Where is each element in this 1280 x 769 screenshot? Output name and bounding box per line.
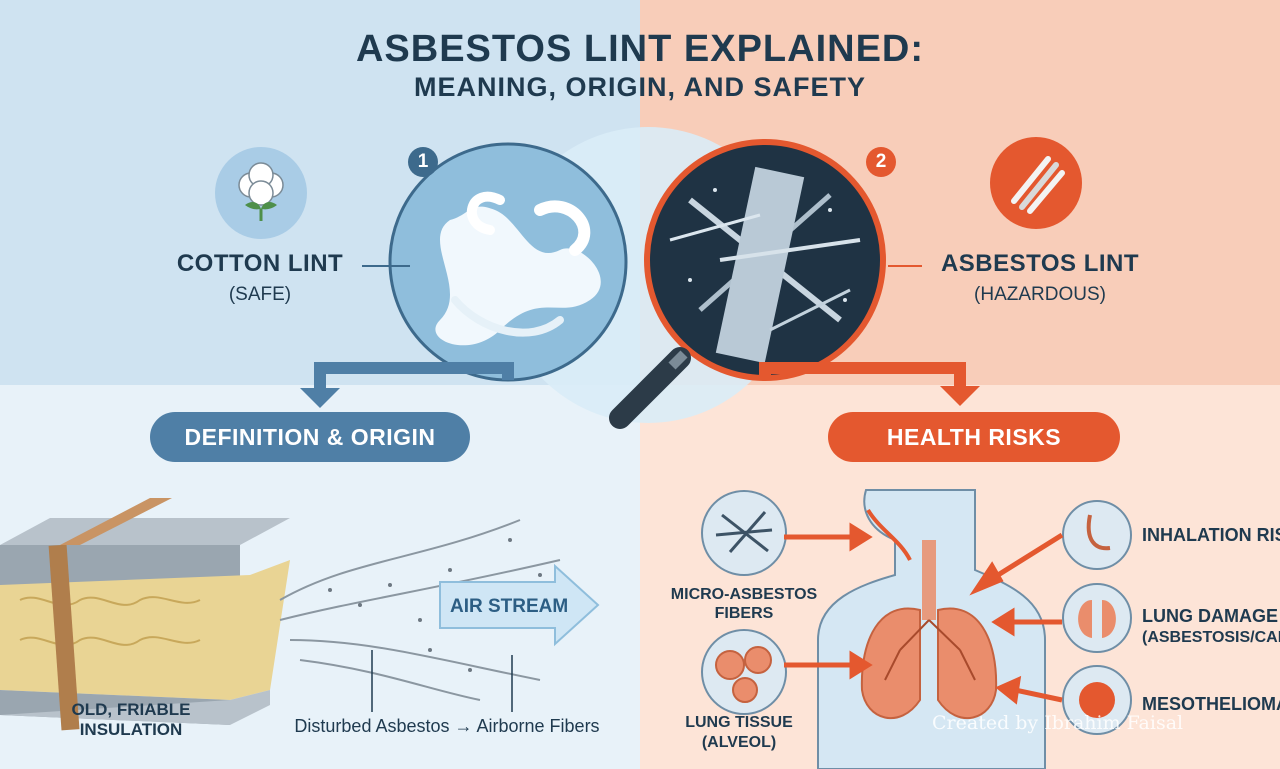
asbestos-lint-circle (644, 139, 886, 381)
page-title: ASBESTOS LINT EXPLAINED: (355, 28, 925, 70)
cotton-lint-name: COTTON LINT (176, 250, 344, 277)
risk-pointer-arrows (784, 522, 1064, 705)
asbestos-lint-label: ASBESTOS LINT (HAZARDOUS) (925, 250, 1155, 306)
air-stream-label: AIR STREAM (450, 596, 569, 617)
cotton-lint-label: COTTON LINT (SAFE) (160, 250, 360, 306)
definition-origin-heading: DEFINITION & ORIGIN (150, 412, 470, 462)
cotton-boll-icon (215, 147, 307, 239)
lung-damage-detail: (ASBESTOSIS/CANC (1142, 629, 1280, 646)
health-risks-heading: HEALTH RISKS (828, 412, 1120, 462)
health-connector-arrow (759, 362, 966, 392)
fiber-bundle-icon (990, 137, 1082, 229)
step-one-badge: 1 (408, 147, 438, 177)
nose-icon (1062, 500, 1132, 570)
airborne-dust-stream (279, 519, 600, 712)
health-arrow-head (940, 386, 980, 406)
lung-damage-title: LUNG DAMAGE (1142, 606, 1278, 626)
definition-arrow-head (300, 388, 340, 408)
step-two-badge: 2 (866, 147, 896, 177)
micro-asbestos-label: MICRO-ASBESTOS FIBERS (670, 586, 818, 622)
respiratory-system-figure (817, 489, 1046, 769)
insulation-label: OLD, FRIABLE INSULATION (71, 700, 191, 739)
damaged-lung-icon (1062, 583, 1132, 653)
page-subtitle: MEANING, ORIGIN, AND SAFETY (413, 72, 866, 102)
mesothelioma-label: MESOTHELIOMA (1142, 694, 1280, 714)
magnifier-handle (609, 347, 691, 429)
definition-connector-arrow (314, 362, 514, 395)
airborne-fibers-caption: Disturbed Asbestos → Airborne Fibers (294, 716, 600, 736)
creator-watermark: Created by Ibrahim Faisal (932, 712, 1184, 734)
cotton-lint-circle (388, 142, 628, 382)
lung-damage-label: LUNG DAMAGE (ASBESTOSIS/CANC (1142, 605, 1280, 649)
cotton-lint-status: (SAFE) (228, 284, 292, 305)
air-stream-arrow (439, 563, 600, 647)
lung-tissue-label: LUNG TISSUE (ALVEOL) (685, 714, 793, 751)
asbestos-leader-line (888, 265, 922, 267)
asbestos-lint-status: (HAZARDOUS) (974, 284, 1106, 305)
asbestos-lint-name: ASBESTOS LINT (940, 250, 1140, 277)
cotton-leader-line (362, 265, 410, 267)
insulation-block (0, 498, 290, 731)
inhalation-risk-label: INHALATION RIS (1142, 525, 1280, 545)
